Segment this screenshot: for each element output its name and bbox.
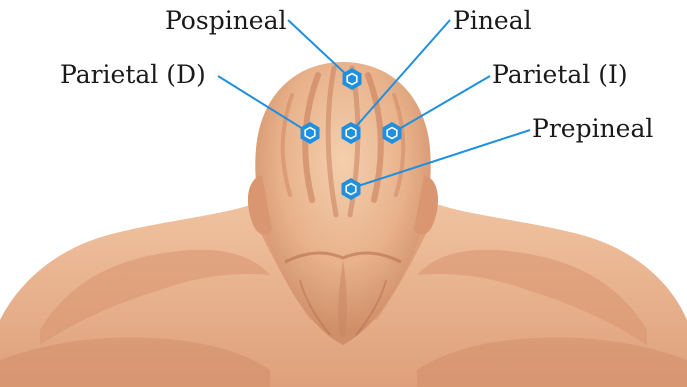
label-parietal-i: Parietal (I) [492, 62, 628, 87]
label-parietal-d: Parietal (D) [60, 62, 206, 87]
label-pineal: Pineal [453, 8, 532, 33]
label-pospineal: Pospineal [165, 8, 286, 33]
label-prepineal: Prepineal [532, 116, 653, 141]
